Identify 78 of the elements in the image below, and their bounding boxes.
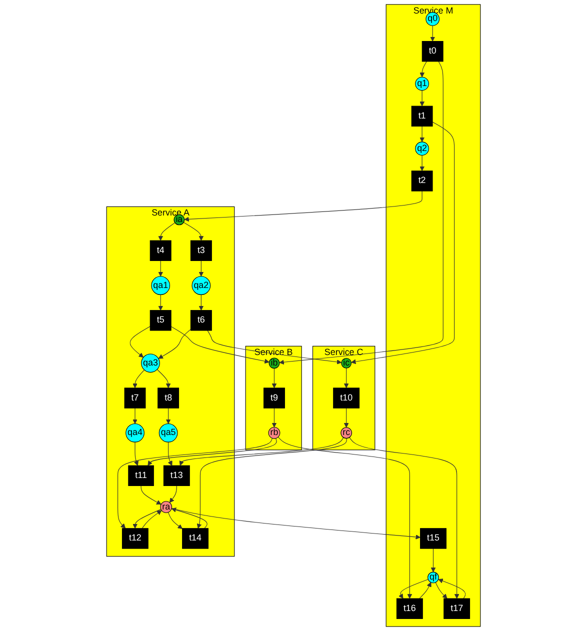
arrow xyxy=(420,61,427,78)
node-box: t13 xyxy=(163,465,190,486)
node-circle: qf xyxy=(428,572,439,584)
node-box: t8 xyxy=(158,388,180,408)
node-circle: qa4 xyxy=(126,424,144,442)
arrow xyxy=(171,508,208,529)
arrow xyxy=(132,408,138,424)
arrow xyxy=(430,548,436,572)
arrow xyxy=(170,326,270,364)
node-circle: ra xyxy=(160,501,172,513)
arrow xyxy=(179,437,344,466)
node-box: t3 xyxy=(190,240,212,261)
arrow xyxy=(207,330,342,364)
arrow xyxy=(140,485,162,505)
node-box: t14 xyxy=(182,528,208,549)
node-box: t6 xyxy=(190,310,212,331)
arrow xyxy=(158,260,164,277)
node-box: t1 xyxy=(411,106,433,127)
arrow xyxy=(148,438,277,466)
arrow xyxy=(419,582,432,599)
node-circle: qa5 xyxy=(158,424,178,442)
node-box: t10 xyxy=(333,388,360,408)
node-box: t0 xyxy=(422,41,444,62)
arrow xyxy=(344,368,349,388)
arrow xyxy=(158,222,176,241)
arrow xyxy=(142,510,162,529)
node-box: t16 xyxy=(396,598,423,619)
arrow xyxy=(198,260,204,277)
arrow xyxy=(272,368,277,388)
node-circle: rc xyxy=(340,427,352,439)
node-box: t9 xyxy=(264,388,285,408)
arrow xyxy=(169,485,177,503)
node-box: t7 xyxy=(124,388,146,408)
node-box: t17 xyxy=(444,598,470,619)
arrow xyxy=(350,122,455,364)
node-box: t11 xyxy=(128,465,154,486)
node-circle: qa1 xyxy=(151,276,170,295)
node-box: t4 xyxy=(150,240,172,261)
node-circle: q1 xyxy=(415,76,429,91)
arrow xyxy=(132,370,145,388)
arrow xyxy=(156,369,171,388)
node-circle: q0 xyxy=(426,12,440,26)
arrow xyxy=(132,509,162,529)
node-box: t15 xyxy=(420,528,446,549)
arrow xyxy=(168,442,172,466)
node-circle: rb xyxy=(268,427,280,439)
node-circle: q2 xyxy=(415,142,429,156)
arrow xyxy=(272,408,277,428)
arrow xyxy=(134,442,139,466)
arrow xyxy=(430,25,436,42)
arrow xyxy=(158,329,191,359)
arrow xyxy=(130,326,150,358)
arrow xyxy=(118,438,273,529)
node-circle: ic xyxy=(341,358,352,368)
node-circle: qa3 xyxy=(141,354,160,373)
arrow xyxy=(183,222,204,241)
arrow xyxy=(168,512,183,529)
arrow xyxy=(438,578,466,599)
arrow xyxy=(420,90,425,106)
arrow xyxy=(420,126,425,142)
node-box: t12 xyxy=(122,528,148,549)
arrow xyxy=(166,408,171,424)
arrow xyxy=(171,508,421,540)
arrow xyxy=(198,294,204,311)
node-circle: qa2 xyxy=(192,276,211,295)
arrow xyxy=(279,61,444,365)
arrow xyxy=(420,154,425,172)
arrow xyxy=(344,408,349,428)
arrow xyxy=(435,582,448,599)
node-circle: ib xyxy=(268,358,280,369)
arrow xyxy=(278,436,412,599)
node-box: t2 xyxy=(411,170,433,192)
node-box: t5 xyxy=(150,310,172,331)
arrow xyxy=(184,190,422,222)
arrow xyxy=(349,437,460,599)
arrow xyxy=(196,438,347,529)
arrow xyxy=(398,579,428,599)
arrow xyxy=(158,294,164,311)
